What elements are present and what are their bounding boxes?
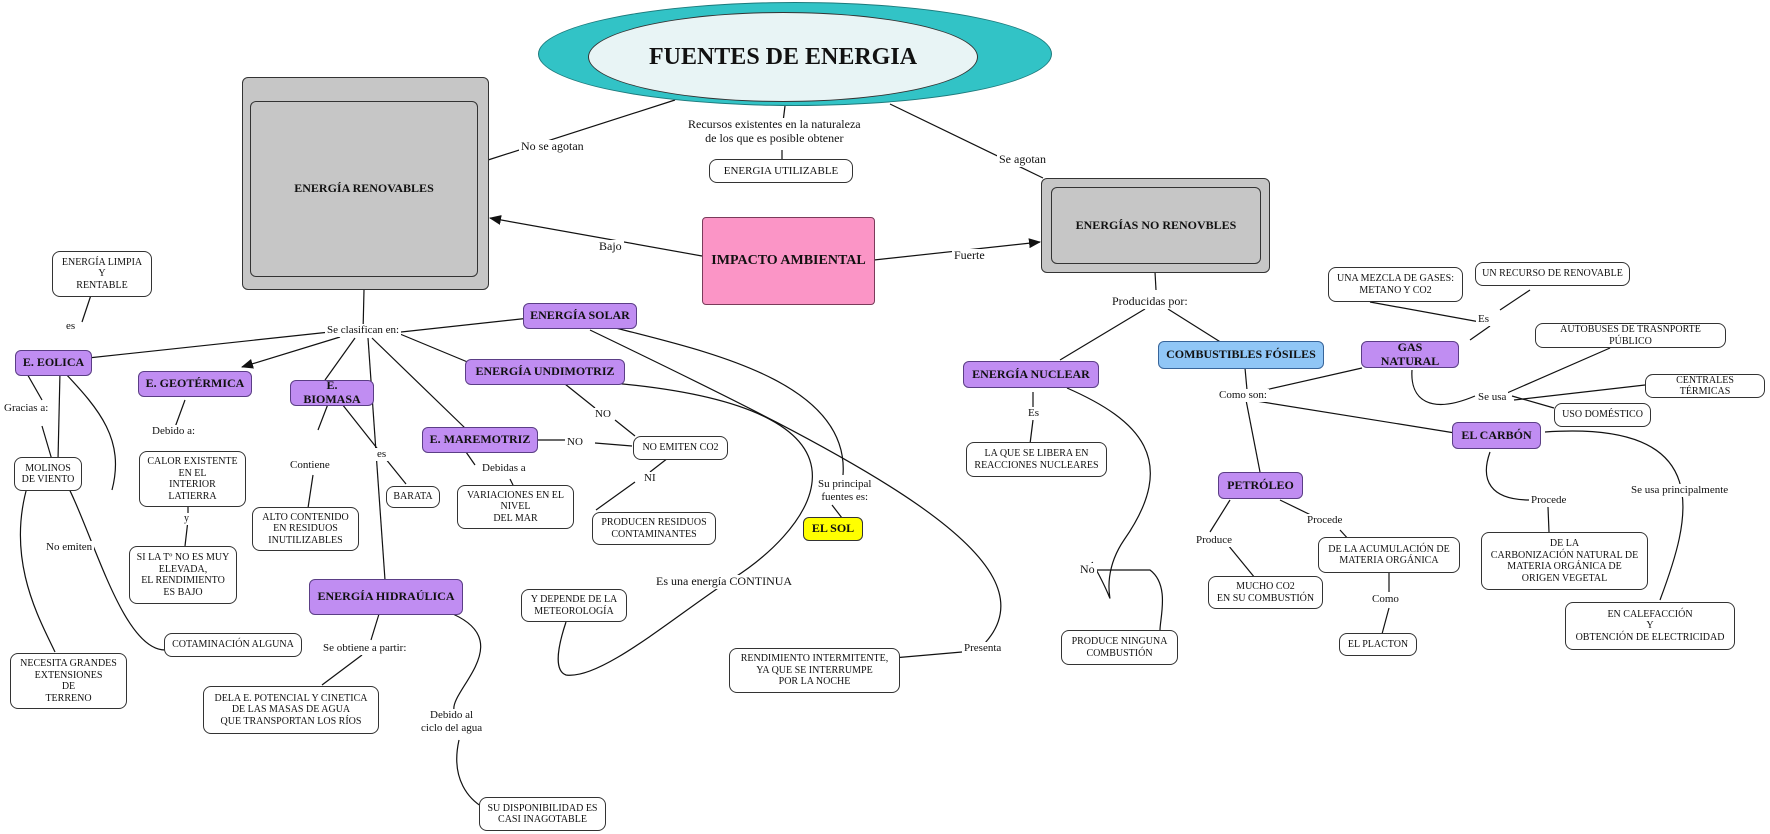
node-el-carbon[interactable]: EL CARBÓN [1452, 422, 1541, 449]
node-combustibles-fosiles[interactable]: COMBUSTIBLES FÓSILES [1158, 341, 1324, 369]
label-no-emiten: No emiten [44, 541, 95, 554]
map-title: FUENTES DE ENERGIA [588, 12, 978, 102]
node-biomasa[interactable]: E. BIOMASA [290, 378, 374, 406]
node-variaciones[interactable]: VARIACIONES EN EL NIVEL DEL MAR [457, 485, 574, 529]
node-acumulacion[interactable]: DE LA ACUMULACIÓN DE MATERIA ORGÁNICA [1318, 537, 1460, 573]
node-alto-contenido[interactable]: ALTO CONTENIDO EN RESIDUOS INUTILIZABLES [252, 507, 359, 551]
node-recurso-renovable[interactable]: UN RECURSO DE RENOVABLE [1475, 262, 1630, 286]
label-debidas-a: Debidas a [480, 462, 528, 475]
label-debido-a: Debido a: [150, 425, 198, 438]
node-grandes-extensiones[interactable]: NECESITA GRANDES EXTENSIONES DE TERRENO [10, 653, 127, 709]
label-es-limpia: es [64, 320, 78, 333]
node-carbonizacion[interactable]: DE LA CARBONIZACIÓN NATURAL DE MATERIA O… [1481, 532, 1648, 590]
label-producidas-por: Producidas por: [1110, 294, 1190, 309]
node-dela-energia-potencial[interactable]: DELA E. POTENCIAL Y CINETICA DE LAS MASA… [203, 686, 379, 734]
label-es-gas: Es [1476, 313, 1491, 326]
label-su-principal: Su principal fuentes es: [816, 478, 874, 504]
label-no-se-agotan: No se agotan [519, 139, 586, 154]
node-energia-solar[interactable]: ENERGÍA SOLAR [523, 303, 637, 329]
node-energia-renovables[interactable]: ENERGÍA RENOVABLES [250, 101, 478, 277]
label-no-nuclear: No [1078, 562, 1097, 577]
label-energia-continua: Es una energía CONTINUA [654, 574, 795, 589]
label-contiene: Contiene [288, 459, 332, 472]
node-centrales-termicas[interactable]: CENTRALES TÉRMICAS [1645, 374, 1765, 398]
node-energias-no-renovables[interactable]: ENERGÍAS NO RENOVBLES [1051, 187, 1261, 264]
node-geotermica[interactable]: E. GEOTÉRMICA [138, 371, 252, 397]
node-eolica[interactable]: E. EOLICA [15, 350, 92, 376]
node-calor[interactable]: CALOR EXISTENTE EN EL INTERIOR LATIERRA [139, 451, 246, 507]
label-se-usa: Se usa [1476, 391, 1509, 404]
label-fuerte: Fuerte [952, 248, 987, 263]
node-energia-nuclear[interactable]: ENERGÍA NUCLEAR [963, 361, 1099, 388]
node-maremotriz[interactable]: E. MAREMOTRIZ [422, 427, 538, 453]
node-molinos[interactable]: MOLINOS DE VIENTO [14, 457, 82, 491]
label-no-1: NO [593, 408, 613, 421]
node-no-emiten-co2[interactable]: NO EMITEN CO2 [633, 436, 728, 460]
node-gas-natural[interactable]: GAS NATURAL [1361, 340, 1459, 368]
node-energia-hidraulica[interactable]: ENERGÍA HIDRAÚLICA [309, 579, 463, 615]
label-procede-petroleo: Procede [1305, 514, 1345, 527]
node-barata[interactable]: BARATA [386, 486, 440, 508]
label-produce: Produce [1194, 534, 1235, 547]
label-se-agotan: Se agotan [997, 152, 1048, 167]
label-bajo: Bajo [597, 239, 624, 254]
label-presenta: Presenta [962, 642, 1004, 655]
node-disponibilidad[interactable]: SU DISPONIBILIDAD ES CASI INAGOTABLE [479, 797, 606, 831]
label-se-clasifican: Se clasifican en: [325, 324, 402, 337]
node-impacto-ambiental[interactable]: IMPACTO AMBIENTAL [702, 217, 875, 305]
node-uso-domestico[interactable]: USO DOMÉSTICO [1554, 403, 1651, 427]
label-y: y [182, 513, 191, 525]
node-cotaminacion[interactable]: COTAMINACIÓN ALGUNA [164, 633, 302, 657]
node-rendimiento-intermitente[interactable]: RENDIMIENTO INTERMITENTE, YA QUE SE INTE… [729, 648, 900, 693]
label-debido-ciclo-agua: Debido al ciclo del agua [419, 709, 485, 735]
node-la-que-se-libera[interactable]: LA QUE SE LIBERA EN REACCIONES NUCLEARES [966, 442, 1107, 477]
label-es-nuclear: Es [1026, 407, 1041, 420]
node-produce-ninguna[interactable]: PRODUCE NINGUNA COMBUSTIÓN [1061, 630, 1178, 665]
node-si-la-temperatura[interactable]: SI LA Tº NO ES MUY ELEVADA, EL RENDIMIEN… [129, 546, 237, 604]
node-undimotriz[interactable]: ENERGÍA UNDIMOTRIZ [465, 359, 625, 385]
node-el-sol[interactable]: EL SOL [803, 517, 863, 541]
node-autobuses[interactable]: AUTOBUSES DE TRASNPORTE PÚBLICO [1535, 323, 1726, 348]
node-meteorologia[interactable]: Y DEPENDE DE LA METEOROLOGÍA [521, 589, 627, 622]
label-procede-carbon: Procede [1529, 494, 1569, 507]
node-mezcla-gases[interactable]: UNA MEZCLA DE GASES: METANO Y CO2 [1328, 267, 1463, 302]
label-se-obtiene: Se obtiene a partir: [321, 642, 409, 655]
node-calefaccion[interactable]: EN CALEFACCIÓN Y OBTENCIÓN DE ELECTRICID… [1565, 602, 1735, 650]
label-ni: NI [642, 472, 658, 485]
label-recursos: Recursos existentes en la naturaleza de … [686, 117, 863, 146]
label-como-son: Como son: [1217, 389, 1269, 402]
label-no-2: NO [565, 436, 585, 449]
label-como: Como [1370, 593, 1401, 606]
node-producen-residuos[interactable]: PRODUCEN RESIDUOS CONTAMINANTES [592, 512, 716, 545]
label-es-barata: es [375, 448, 389, 461]
node-energia-utilizable[interactable]: ENERGIA UTILIZABLE [709, 159, 853, 183]
label-se-usa-principalmente: Se usa principalmente [1629, 484, 1731, 497]
node-el-placton[interactable]: EL PLACTON [1339, 633, 1417, 656]
node-petroleo[interactable]: PETRÓLEO [1218, 472, 1303, 499]
node-energia-limpia[interactable]: ENERGÍA LIMPIA Y RENTABLE [52, 251, 152, 297]
label-gracias-a: Gracias a: [2, 402, 51, 415]
node-mucho-co2[interactable]: MUCHO CO2 EN SU COMBUSTIÓN [1208, 576, 1323, 609]
